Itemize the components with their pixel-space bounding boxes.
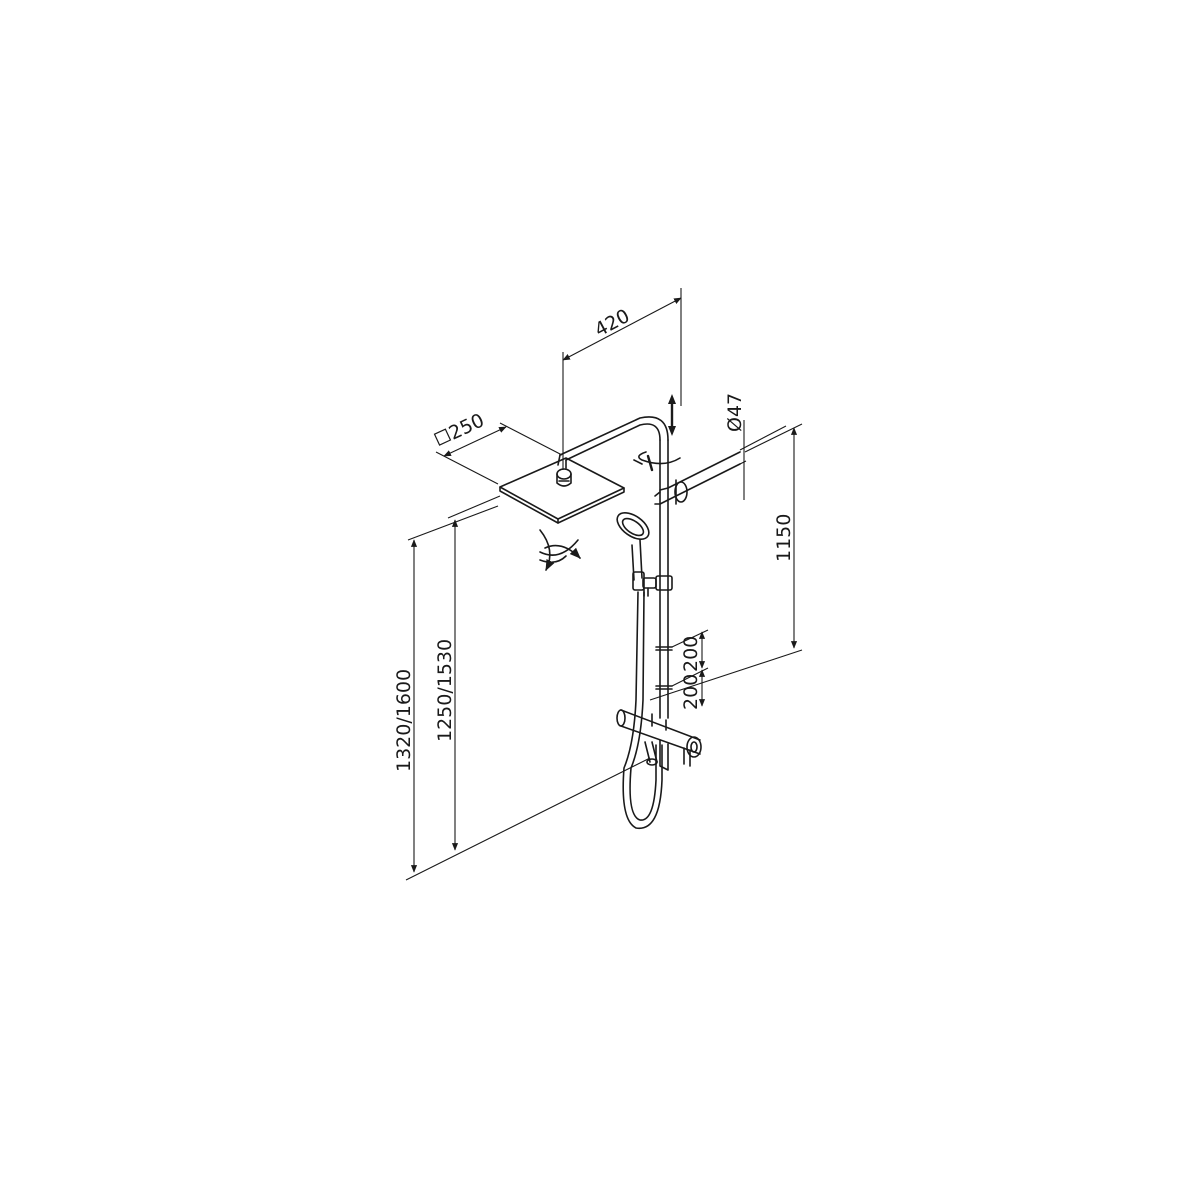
dimension-spacings	[671, 629, 709, 707]
label-bar-height: 1150	[773, 514, 795, 562]
overhead-arm	[557, 416, 669, 469]
hand-shower	[616, 512, 650, 591]
square-symbol-icon	[433, 428, 452, 446]
dimension-arm-length	[562, 288, 682, 470]
label-spacing-upper: 200	[680, 636, 702, 672]
dimension-diameter	[739, 420, 787, 500]
dimension-total-heights	[405, 495, 651, 881]
label-head-size-group: 250	[433, 409, 488, 446]
swivel-arrow	[633, 451, 681, 472]
label-mixer-height: 1250/1530	[434, 639, 456, 742]
label-diameter: Ø47	[724, 393, 746, 432]
tilt-rotation-arrows	[539, 529, 581, 572]
shower-hose	[622, 591, 663, 829]
label-head-size: 250	[446, 409, 488, 444]
height-adjust-arrow	[668, 394, 676, 436]
slide-holder	[642, 575, 673, 597]
label-arm-length: 420	[591, 305, 633, 341]
wall-bracket	[654, 451, 741, 505]
thermostatic-mixer	[616, 709, 702, 771]
overhead-shower-head	[499, 457, 625, 524]
riser-pipe	[659, 439, 669, 719]
dimension-lines	[405, 288, 803, 881]
label-total-height: 1320/1600	[393, 669, 415, 772]
riser-markers	[655, 646, 673, 690]
dimension-head-size	[435, 422, 563, 485]
shower-system-outline	[499, 394, 741, 829]
dimension-bar-height	[649, 423, 803, 701]
label-spacing-lower: 200	[680, 674, 702, 710]
dimension-labels: 420 250 Ø47 1150 200 200 1320/1600 1250/…	[393, 305, 795, 772]
